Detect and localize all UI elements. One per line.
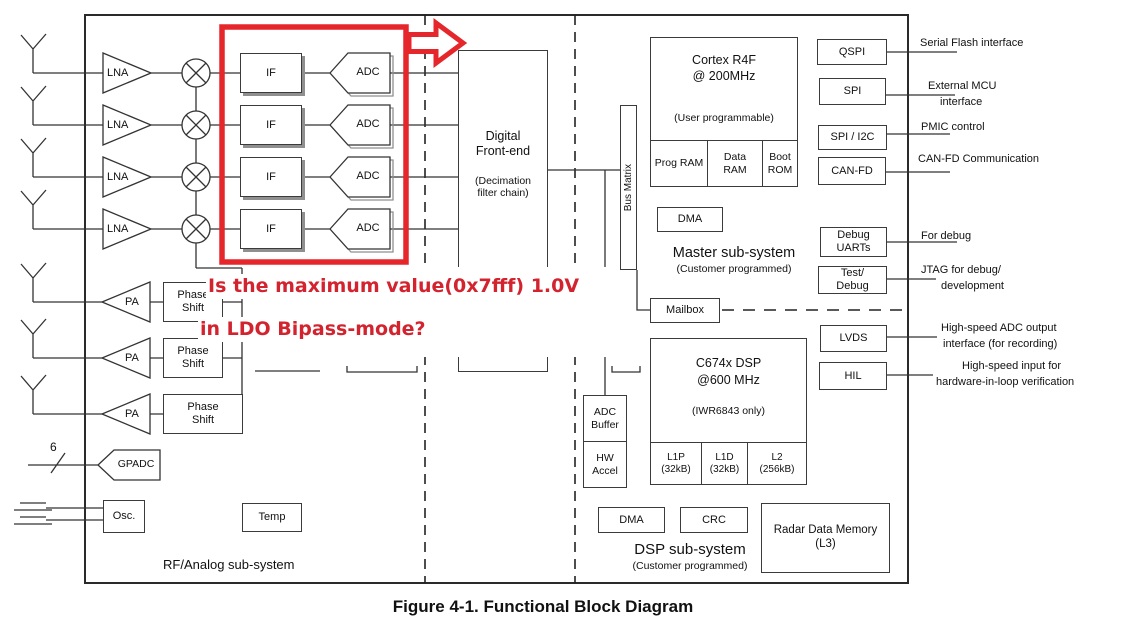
- lvds-desc-label-2: interface (for recording): [943, 338, 1058, 350]
- lna-label: LNA: [107, 67, 129, 79]
- crystal-icon: [14, 502, 103, 525]
- master-subsystem-note: (Customer programmed): [676, 263, 792, 275]
- bus-matrix-block: Bus Matrix: [620, 105, 637, 270]
- l1p-block: L1P(32kB): [650, 442, 702, 485]
- if-block: IF: [240, 157, 302, 197]
- jtag-label-2: development: [941, 280, 1004, 292]
- c674x-dsp-title: C674x DSP @600 MHz: [695, 356, 762, 387]
- gpadc-bus-width: 6: [50, 440, 57, 454]
- if-block: IF: [240, 209, 302, 249]
- hil-desc-label-1: High-speed input for: [962, 360, 1062, 372]
- spi-i2c-block: SPI / I2C: [818, 125, 887, 150]
- crc-block: CRC: [680, 507, 748, 533]
- mixer-x-marks: [185, 62, 207, 240]
- dsp-subsystem-label: DSP sub-system: [634, 541, 746, 558]
- qspi-block: QSPI: [817, 39, 887, 65]
- master-subsystem-label: Master sub-system: [672, 245, 796, 261]
- gpadc-shape: [97, 449, 161, 481]
- pa-triangle-2: [100, 337, 151, 379]
- osc-block: Osc.: [103, 500, 145, 533]
- cortex-r4f-title: Cortex R4F @ 200MHz: [692, 53, 756, 84]
- lvds-desc-label-1: High-speed ADC output: [941, 322, 1057, 334]
- lna-label: LNA: [107, 119, 129, 131]
- lna-triangle-1: [102, 52, 153, 94]
- jtag-label-1: JTAG for debug/: [921, 264, 1001, 276]
- tx-antenna-2: [20, 318, 47, 358]
- mailbox-block: Mailbox: [650, 298, 720, 323]
- adc-label: ADC: [356, 118, 380, 130]
- pa-label: PA: [125, 352, 139, 364]
- gpadc-label: GPADC: [117, 458, 155, 470]
- rx-antenna-4: [20, 189, 47, 229]
- lna-label: LNA: [107, 171, 129, 183]
- gpadc-input-line: [28, 452, 98, 474]
- hidden-box-bottom-1: [346, 366, 418, 373]
- serial-flash-label: Serial Flash interface: [920, 37, 1024, 49]
- temp-block: Temp: [242, 503, 302, 532]
- tx-antenna-3: [20, 374, 47, 414]
- rx-antenna-3: [20, 137, 47, 177]
- hil-desc-label-2: hardware-in-loop verification: [936, 376, 1075, 388]
- figure-caption: Figure 4-1. Functional Block Diagram: [392, 597, 694, 616]
- tx-antenna-1: [20, 262, 47, 302]
- pa-label: PA: [125, 408, 139, 420]
- l2-block: L2(256kB): [747, 442, 807, 485]
- for-debug-label: For debug: [921, 230, 972, 242]
- lna-label: LNA: [107, 223, 129, 235]
- rx-antenna-1: [20, 33, 47, 73]
- annotation-text-line2: in LDO Bipass-mode?: [198, 317, 432, 342]
- hil-block: HIL: [819, 362, 887, 390]
- dsp-subsystem-note: (Customer programmed): [632, 560, 748, 572]
- cortex-r4f-note: (User programmable): [674, 112, 774, 124]
- external-mcu-label-2: interface: [940, 96, 983, 108]
- rx-antenna-2: [20, 85, 47, 125]
- chip-border: [84, 14, 909, 584]
- lvds-block: LVDS: [820, 325, 887, 352]
- adc-label: ADC: [356, 222, 380, 234]
- mailbox-connector: [636, 270, 650, 311]
- annotation-text-line1: Is the maximum value(0x7fff) 1.0V: [206, 274, 586, 299]
- lna-triangle-4: [102, 208, 153, 250]
- external-mcu-label-1: External MCU: [928, 80, 997, 92]
- pa-label: PA: [125, 296, 139, 308]
- c674x-dsp-note: (IWR6843 only): [692, 405, 765, 417]
- master-dma-block: DMA: [657, 207, 723, 232]
- test-debug-block: Test/Debug: [818, 266, 887, 294]
- pmic-control-label: PMIC control: [921, 121, 985, 133]
- rf-analog-subsystem-label: RF/Analog sub-system: [163, 557, 295, 572]
- adc-label: ADC: [356, 170, 380, 182]
- can-fd-comm-label: CAN-FD Communication: [918, 153, 1040, 165]
- spi-block: SPI: [819, 78, 886, 105]
- pa-triangle-1: [100, 281, 151, 323]
- dsp-dma-block: DMA: [598, 507, 665, 533]
- lna-triangle-2: [102, 104, 153, 146]
- if-block: IF: [240, 105, 302, 145]
- pa-triangle-3: [100, 393, 151, 435]
- l1d-block: L1D(32kB): [701, 442, 748, 485]
- lna-triangle-3: [102, 156, 153, 198]
- can-fd-block: CAN-FD: [818, 157, 886, 185]
- prog-ram-block: Prog RAM: [650, 140, 708, 187]
- if-block: IF: [240, 53, 302, 93]
- adc-label: ADC: [356, 66, 380, 78]
- radar-data-memory-block: Radar Data Memory(L3): [761, 503, 890, 573]
- hidden-box-bottom-2: [611, 366, 641, 373]
